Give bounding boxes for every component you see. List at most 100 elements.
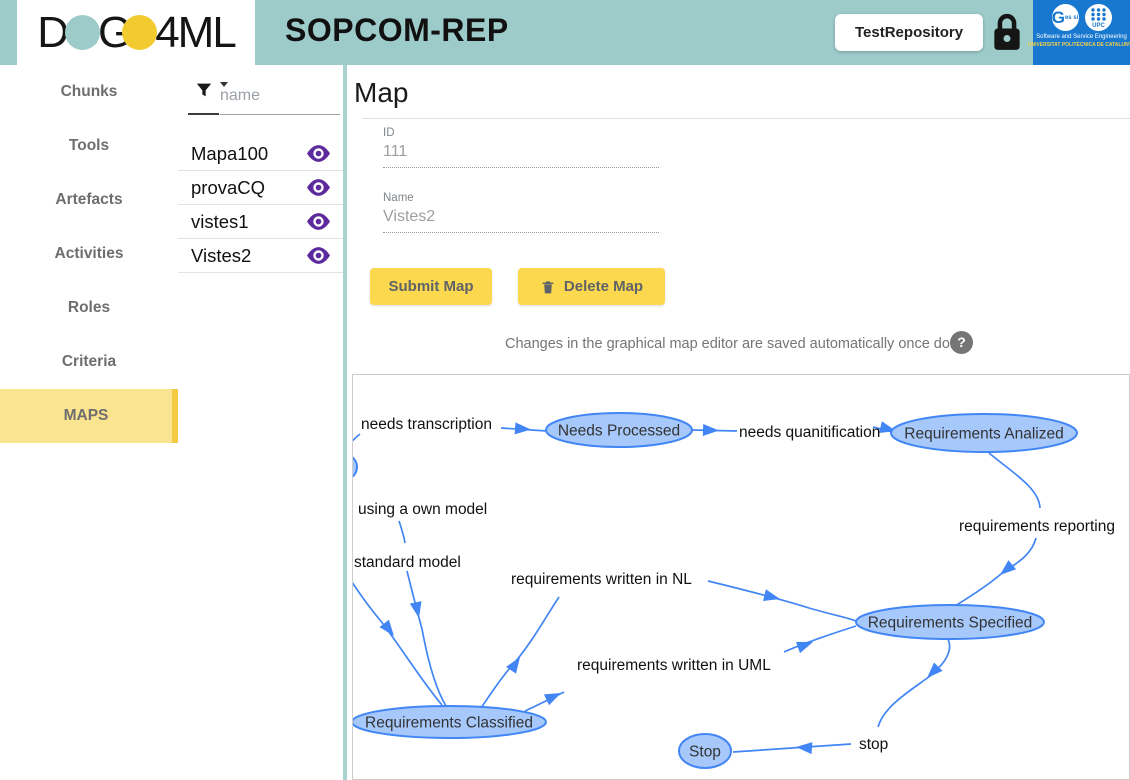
submit-map-label: Submit Map — [388, 278, 474, 295]
node-label: Requirements Specified — [868, 615, 1033, 632]
list-item-provacq[interactable]: provaCQ — [178, 171, 343, 205]
map-graph[interactable]: Needs Processed Requirements AnalizedRequ… — [353, 375, 1130, 780]
page-title: Map — [354, 77, 409, 108]
sidebar-item-criteria[interactable]: Criteria — [61, 353, 117, 370]
id-field: ID 111 — [383, 127, 659, 168]
map-edge[interactable] — [783, 625, 857, 653]
map-node-stop-node[interactable]: Stop — [678, 733, 732, 769]
name-field-label: Name — [383, 192, 414, 204]
map-edge[interactable] — [480, 596, 560, 709]
delete-map-button[interactable]: Delete Map — [518, 268, 665, 305]
eye-icon[interactable] — [306, 145, 331, 162]
edge-arrowhead-icon — [763, 589, 780, 601]
name-field-value: Vistes2 — [383, 208, 659, 233]
upc-logo-icon: UPC — [1084, 4, 1112, 31]
edge-arrowhead-icon — [796, 742, 813, 755]
map-edge[interactable] — [954, 537, 1037, 607]
edge-label[interactable]: needs quanitification — [739, 424, 880, 441]
gessi-logo-icon: G es si — [1051, 4, 1079, 31]
map-node-requirements-specified[interactable]: Requirements Specified — [855, 604, 1045, 640]
edge-arrowhead-icon — [927, 662, 943, 678]
sidebar-item-activities[interactable]: Activities — [54, 245, 124, 262]
title-divider — [362, 118, 1130, 119]
sidebar-item-maps[interactable]: MAPS — [0, 389, 178, 443]
list-item-vistes1[interactable]: vistes1 — [178, 205, 343, 239]
filter-icon[interactable] — [195, 81, 213, 99]
list-item-mapa100[interactable]: Mapa100 — [178, 137, 343, 171]
id-field-value: 111 — [383, 143, 659, 168]
edge-arrowhead-icon — [409, 601, 422, 618]
sidebar-item-tools[interactable]: Tools — [68, 137, 110, 154]
main-panel: Map ID 111 Name Vistes2 Submit Map Delet… — [348, 65, 1130, 780]
org-circles: G es si UPC — [1051, 4, 1112, 31]
map-edge[interactable] — [877, 638, 951, 728]
sidebar-item-chunks[interactable]: Chunks — [60, 83, 118, 100]
edge-arrowhead-icon — [1000, 560, 1017, 575]
map-edge[interactable] — [707, 580, 857, 622]
logo-suffix: 4ML — [155, 7, 237, 57]
eye-icon[interactable] — [306, 213, 331, 230]
edge-arrowhead-icon — [514, 422, 531, 435]
submit-map-button[interactable]: Submit Map — [370, 268, 492, 305]
logo-letter-d: D — [37, 7, 69, 57]
svg-text:UPC: UPC — [1092, 23, 1105, 29]
edge-label[interactable]: stop — [859, 736, 888, 753]
panel-divider — [343, 65, 347, 780]
map-edge[interactable] — [353, 571, 443, 706]
logo-yellow-circle-icon — [122, 15, 158, 50]
org-line2: UNIVERSITAT POLITÈCNICA DE CATALUNYA — [1027, 42, 1130, 48]
lock-icon[interactable] — [991, 12, 1023, 53]
map-node-requirements-analized[interactable]: Requirements Analized — [890, 413, 1078, 453]
upc-gessi-logo: G es si UPC Software and Service Enginee… — [1028, 0, 1130, 65]
node-label: Requirements Classified — [365, 715, 533, 732]
edge-arrowhead-icon — [379, 619, 394, 636]
map-name: Vistes2 — [191, 244, 252, 266]
map-node-start[interactable] — [353, 453, 358, 481]
autosave-note: Changes in the graphical map editor are … — [505, 336, 967, 352]
map-edge[interactable] — [398, 520, 406, 544]
edge-label[interactable]: standard model — [354, 554, 461, 571]
edge-arrowhead-icon — [795, 641, 813, 654]
name-field: Name Vistes2 — [383, 192, 659, 233]
map-edge[interactable] — [353, 433, 361, 447]
edge-arrowhead-icon — [506, 657, 520, 674]
node-label: Requirements Analized — [904, 426, 1063, 443]
sidebar-item-artefacts[interactable]: Artefacts — [55, 191, 123, 208]
map-edge[interactable] — [406, 570, 447, 707]
node-label: Needs Processed — [558, 423, 680, 440]
id-field-label: ID — [383, 127, 395, 139]
map-name: Mapa100 — [191, 142, 269, 164]
map-edge[interactable] — [524, 691, 565, 712]
list-item-vistes2[interactable]: Vistes2 — [178, 239, 343, 273]
filter-zone — [178, 65, 343, 137]
sidebar-item-roles[interactable]: Roles — [67, 299, 111, 316]
header: D G 4ML SOPCOM-REP TestRepository G es s… — [0, 0, 1130, 65]
edge-label[interactable]: requirements written in NL — [511, 571, 692, 588]
edge-label[interactable]: needs transcription — [361, 416, 492, 433]
eye-icon[interactable] — [306, 247, 331, 264]
app-title: SOPCOM-REP — [285, 12, 509, 48]
edge-arrowhead-icon — [702, 423, 719, 436]
logo-teal-circle-icon — [64, 15, 100, 50]
org-line1: Software and Service Engineering — [1036, 34, 1127, 40]
edge-label[interactable]: requirements written in UML — [577, 657, 771, 674]
edge-label[interactable]: requirements reporting — [959, 518, 1115, 535]
map-node-requirements-classified[interactable]: Requirements Classified — [353, 705, 547, 739]
trash-icon — [542, 280, 554, 293]
name-filter-input[interactable] — [220, 87, 338, 105]
map-node-needs-processed[interactable]: Needs Processed — [545, 412, 693, 448]
map-edge[interactable] — [988, 452, 1041, 509]
node-label: Stop — [689, 744, 721, 761]
map-name: vistes1 — [191, 210, 249, 232]
edge-label[interactable]: using a own model — [358, 501, 487, 518]
repository-button[interactable]: TestRepository — [835, 14, 984, 51]
filter-caret-icon[interactable] — [220, 82, 228, 87]
edge-arrowhead-icon — [543, 693, 561, 706]
help-icon[interactable]: ? — [950, 331, 973, 354]
map-edge[interactable] — [732, 743, 852, 753]
eye-icon[interactable] — [306, 179, 331, 196]
